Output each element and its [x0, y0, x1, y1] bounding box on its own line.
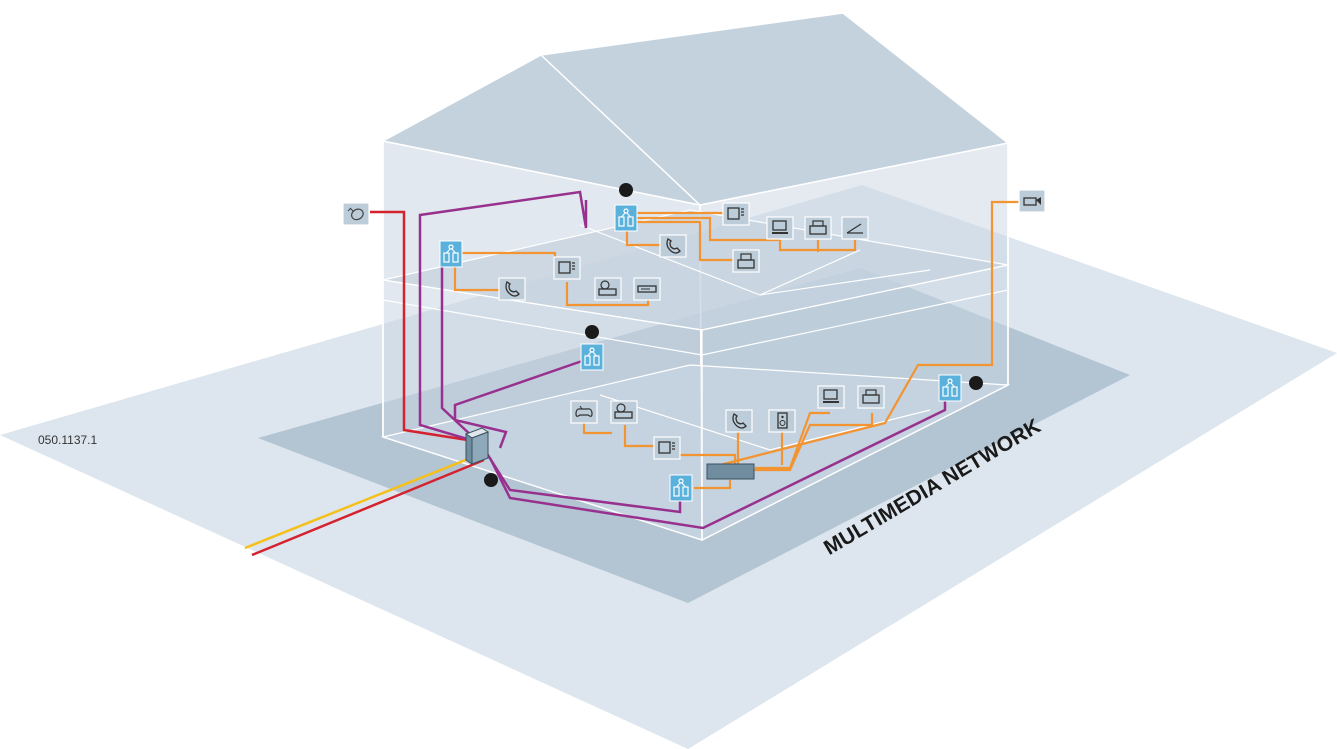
printer-icon	[804, 216, 832, 240]
hub-icon	[614, 204, 638, 232]
fax-icon	[732, 249, 760, 273]
callout-2: ❷	[586, 325, 599, 341]
hub-icon	[439, 240, 463, 268]
reference-code: 050.1137.1	[38, 433, 98, 447]
tv-icon	[653, 436, 681, 460]
satellite-line	[370, 210, 475, 443]
external-cables	[244, 453, 485, 557]
computer-icon	[817, 385, 845, 409]
house	[380, 12, 1011, 542]
switch-icon	[706, 463, 755, 480]
camera-icon	[1018, 189, 1046, 213]
phone-icon	[498, 277, 526, 301]
callout-1: ❶	[485, 472, 498, 488]
dvd-player-icon	[633, 277, 661, 301]
callout-2: ❷	[970, 376, 983, 392]
hub-icon	[669, 474, 693, 502]
phone-icon	[725, 409, 753, 433]
video-recorder-icon	[594, 277, 622, 301]
computer-icon	[766, 216, 794, 240]
satellite-dish-icon	[342, 202, 370, 226]
hub-icon	[938, 374, 962, 402]
device-lines	[453, 200, 1030, 490]
speaker-icon	[768, 409, 796, 433]
video-recorder-icon	[610, 400, 638, 424]
backbone-lines	[418, 190, 947, 530]
game-console-icon	[570, 400, 598, 424]
tv-icon	[553, 256, 581, 280]
hub-icon	[580, 343, 604, 371]
tv-icon	[722, 202, 750, 226]
callout-2: ❷	[620, 183, 633, 199]
distribution-box-icon	[464, 427, 490, 465]
scanner-icon	[841, 216, 869, 240]
phone-icon	[659, 234, 687, 258]
printer-icon	[857, 385, 885, 409]
